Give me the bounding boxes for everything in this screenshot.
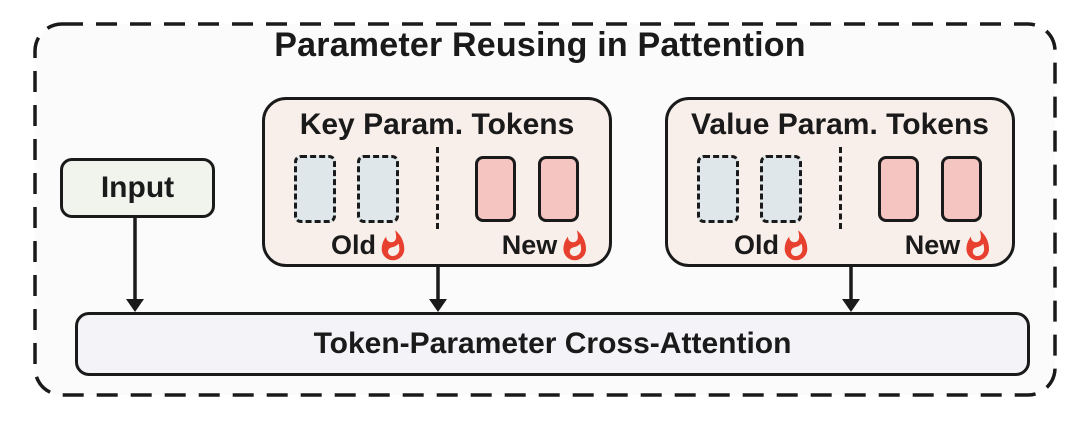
flame-icon	[381, 230, 405, 261]
new-param-token	[475, 156, 516, 222]
key-param-tokens-panel: Key Param. Tokens Old New	[262, 97, 612, 267]
flame-icon	[562, 230, 586, 261]
input-label: Input	[100, 171, 175, 204]
old-new-divider	[436, 147, 439, 229]
value-param-tokens-panel: Value Param. Tokens Old New	[665, 97, 1015, 267]
attention-label: Token-Parameter Cross-Attention	[313, 327, 792, 360]
old-param-token	[760, 155, 802, 223]
old-label-group: Old	[331, 230, 405, 261]
new-label: New	[501, 230, 558, 260]
flame-icon	[965, 230, 989, 261]
input-box: Input	[60, 158, 215, 218]
key-panel-title: Key Param. Tokens	[299, 108, 575, 141]
new-param-token	[538, 156, 579, 222]
new-param-token	[941, 156, 982, 222]
new-param-token	[878, 156, 919, 222]
old-label: Old	[331, 230, 376, 260]
old-new-divider	[839, 147, 842, 229]
old-param-token	[357, 155, 399, 223]
arrow-value-to-attention	[842, 264, 860, 312]
old-param-token	[697, 155, 739, 223]
old-label-group: Old	[734, 230, 808, 261]
new-label-group: New	[905, 230, 990, 261]
arrow-input-to-attention	[126, 216, 144, 312]
arrow-key-to-attention	[429, 264, 447, 312]
new-label: New	[904, 230, 961, 260]
value-panel-title: Value Param. Tokens	[691, 108, 989, 141]
token-parameter-cross-attention-box: Token-Parameter Cross-Attention	[75, 312, 1030, 376]
old-param-token	[294, 155, 336, 223]
new-label-group: New	[502, 230, 587, 261]
old-label: Old	[734, 230, 779, 260]
diagram-title: Parameter Reusing in Pattention	[274, 26, 806, 64]
flame-icon	[784, 230, 808, 261]
